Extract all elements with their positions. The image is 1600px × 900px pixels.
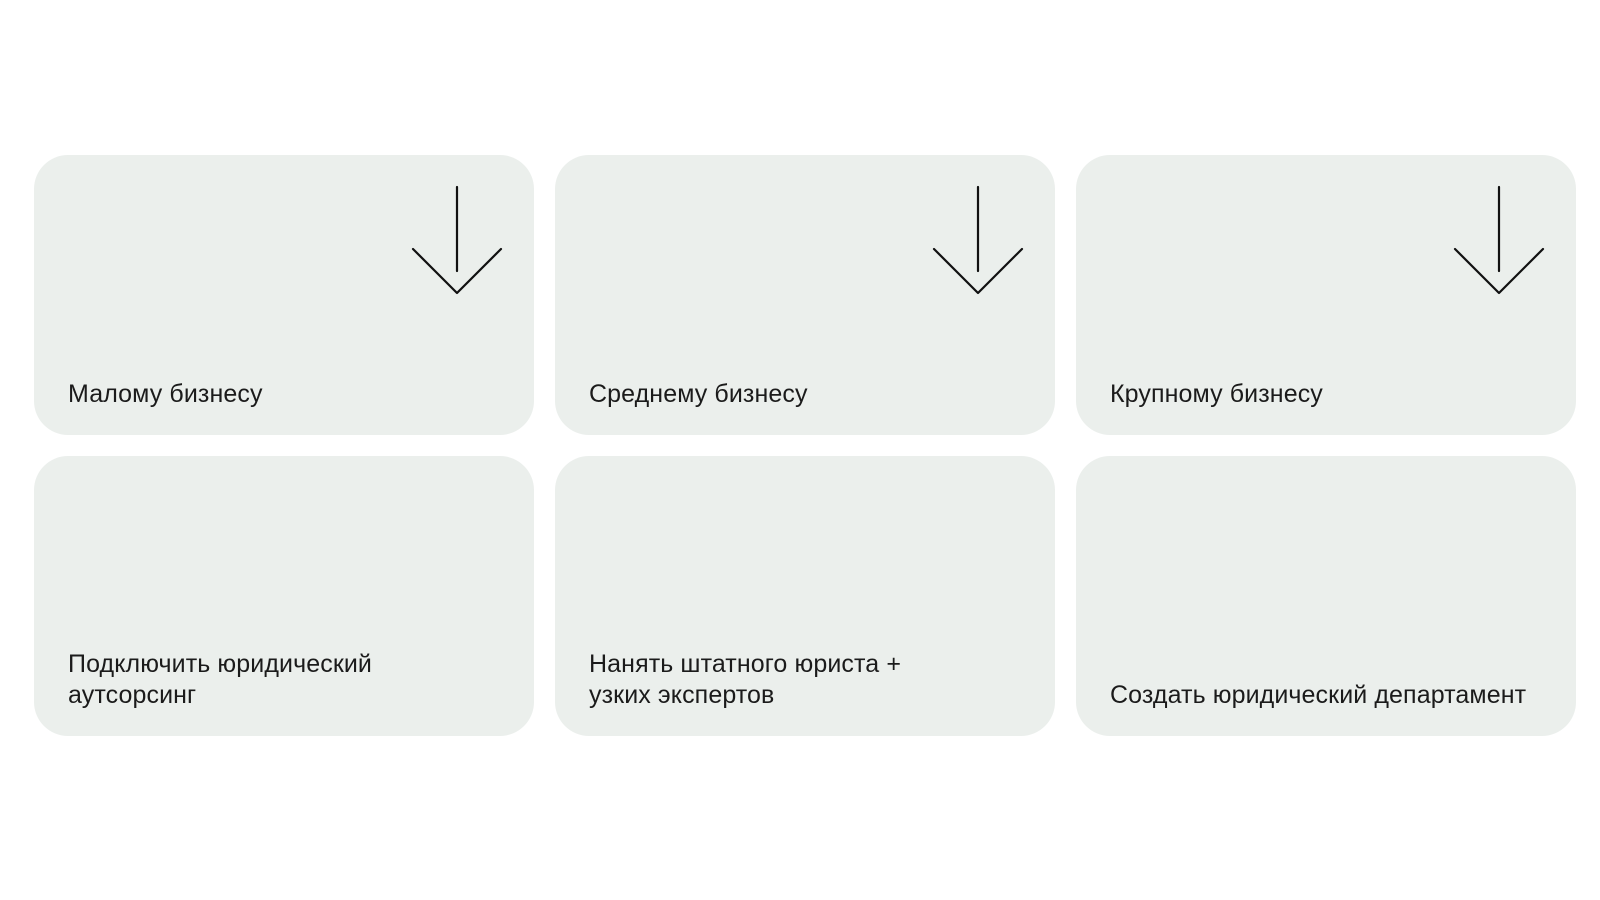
arrow-down-icon [931, 185, 1025, 297]
card-legal-department[interactable]: Создать юридический департамент [1076, 456, 1576, 736]
arrow-down-icon [1452, 185, 1546, 297]
card-label: Создать юридический департамент [1110, 681, 1527, 709]
card-medium-business[interactable]: Среднему бизнесу [555, 155, 1055, 435]
card-label: Подключить юридический аутсорсинг [68, 650, 372, 709]
card-label: Нанять штатного юриста + узких экспертов [589, 650, 902, 709]
card-label: Малому бизнесу [68, 380, 263, 408]
arrow-down-icon [410, 185, 504, 297]
card-outsourcing[interactable]: Подключить юридический аутсорсинг [34, 456, 534, 736]
card-label: Крупному бизнесу [1110, 380, 1323, 408]
business-options-grid: Малому бизнесу Среднему бизнесу Крупному… [34, 155, 1576, 736]
card-small-business[interactable]: Малому бизнесу [34, 155, 534, 435]
card-label: Среднему бизнесу [589, 380, 808, 408]
card-hire-lawyer[interactable]: Нанять штатного юриста + узких экспертов [555, 456, 1055, 736]
card-large-business[interactable]: Крупному бизнесу [1076, 155, 1576, 435]
